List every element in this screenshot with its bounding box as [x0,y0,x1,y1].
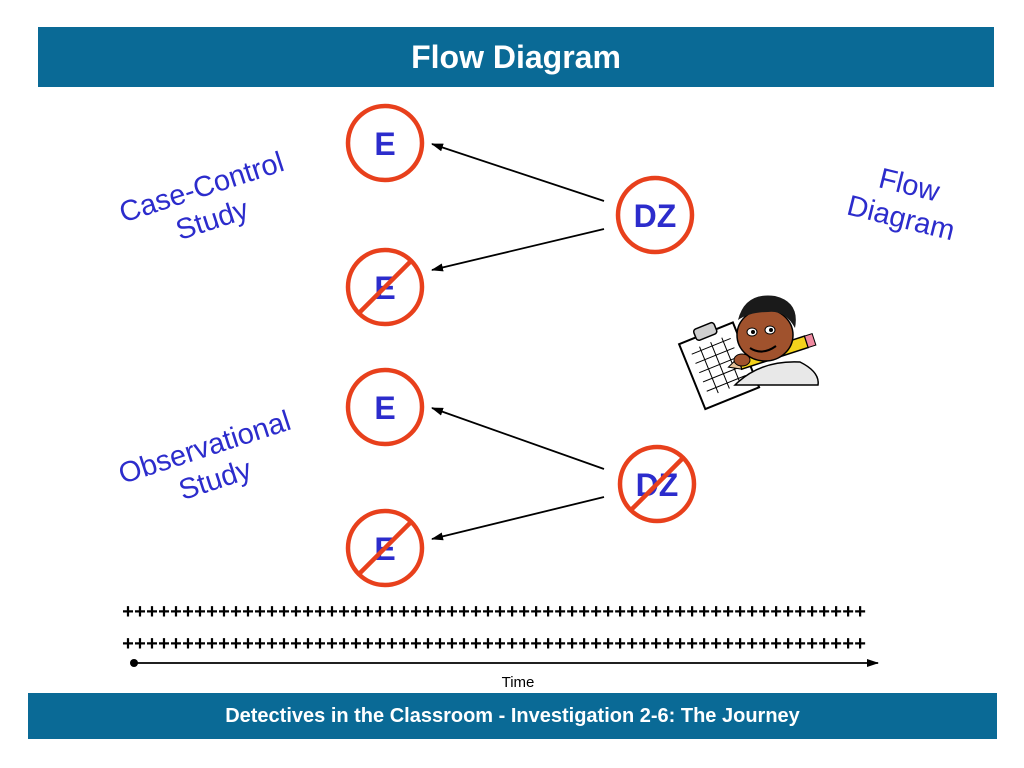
node-label: E [374,390,395,426]
negation-slash [357,520,413,576]
arrow-notdz-to-e-2 [431,407,605,470]
node-unexposed-1: E [345,247,425,327]
plus-row-2: ++++++++++++++++++++++++++++++++++++++++… [122,634,867,657]
plus-row-1: ++++++++++++++++++++++++++++++++++++++++… [122,602,867,625]
footer-bar: Detectives in the Classroom - Investigat… [28,693,997,739]
node-label: DZ [634,198,677,234]
time-label: Time [501,674,535,691]
node-exposed-1: E [345,103,425,183]
negation-slash [357,259,413,315]
arrow-dz-to-e-1 [431,143,605,202]
detective-with-clipboard-icon [677,295,819,411]
node-label: E [374,126,395,162]
arrow-notdz-to-not-e-2 [431,496,605,541]
arrow-dz-to-not-e-1 [431,228,605,272]
node-unexposed-2: E [345,508,425,588]
footer-text: Detectives in the Classroom - Investigat… [225,704,800,727]
negation-slash [629,456,685,512]
title-bar: Flow Diagram [38,27,994,87]
node-disease-1: DZ [615,175,695,255]
slide-title: Flow Diagram [411,38,621,75]
node-no-disease-2: DZ [617,444,697,524]
time-axis [130,659,879,667]
node-exposed-2: E [345,367,425,447]
